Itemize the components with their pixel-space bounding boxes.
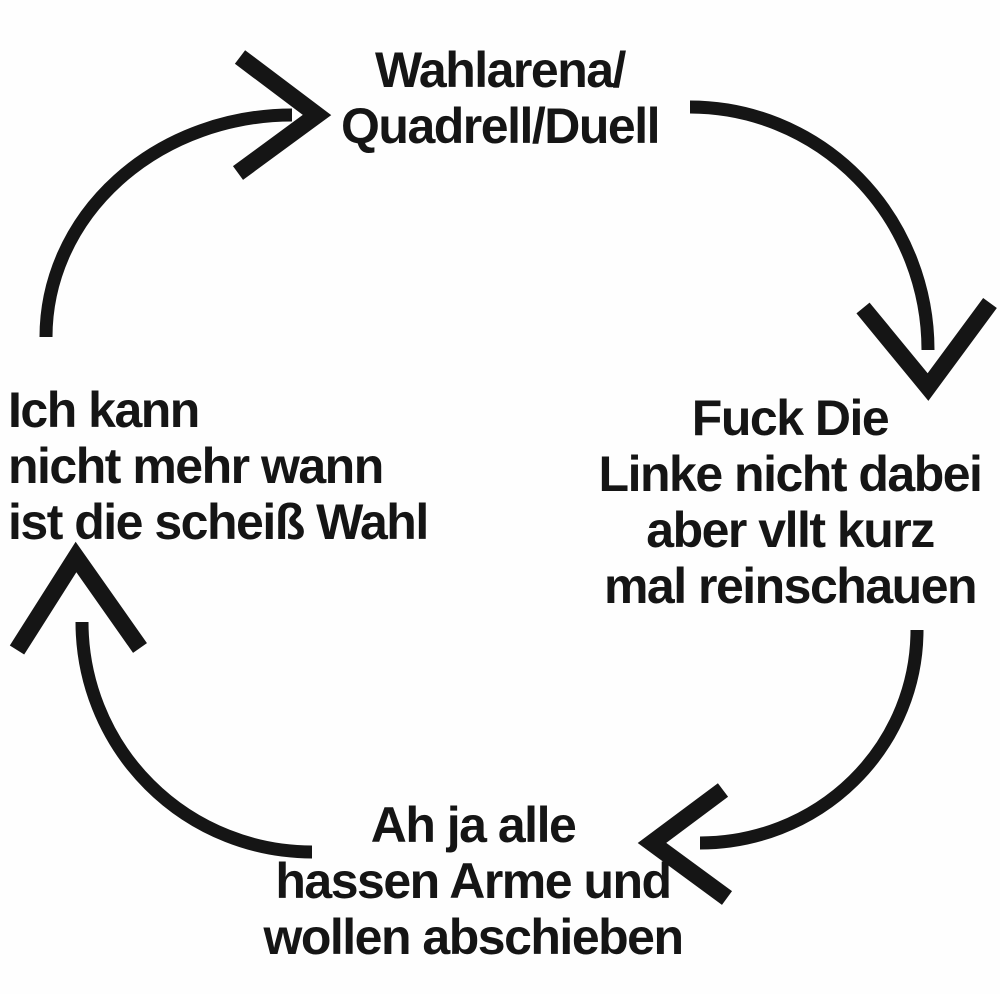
- node-bottom-line-2: hassen Arme und: [275, 853, 672, 909]
- curved-arrow-right-to-bottom-icon: [637, 629, 924, 905]
- node-right-watch-anyway: Fuck Die Linke nicht dabei aber vllt kur…: [585, 390, 995, 614]
- curved-arrow-top-to-right-icon: [689, 100, 997, 401]
- node-right-line-3: aber vllt kurz: [646, 502, 935, 558]
- node-right-line-1: Fuck Die: [691, 390, 890, 446]
- node-top-line-2: Quadrell/Duell: [341, 98, 660, 154]
- node-bottom-line-3: wollen abschieben: [263, 909, 684, 965]
- node-bottom-frustration: Ah ja alle hassen Arme und wollen abschi…: [173, 797, 773, 965]
- curved-arrow-left-to-top-icon: [39, 50, 332, 338]
- node-bottom-line-1: Ah ja alle: [370, 797, 577, 853]
- node-left-line-1: Ich kann: [8, 382, 200, 438]
- node-left-line-2: nicht mehr wann: [8, 438, 384, 494]
- node-top-debates: Wahlarena/ Quadrell/Duell: [0, 42, 1000, 154]
- curved-arrow-bottom-to-left-icon: [9, 541, 313, 859]
- node-top-line-1: Wahlarena/: [375, 42, 626, 98]
- node-right-line-4: mal reinschauen: [603, 558, 978, 614]
- node-right-line-2: Linke nicht dabei: [598, 446, 983, 502]
- node-left-cant-anymore: Ich kann nicht mehr wann ist die scheiß …: [8, 382, 429, 550]
- node-left-line-3: ist die scheiß Wahl: [8, 494, 429, 550]
